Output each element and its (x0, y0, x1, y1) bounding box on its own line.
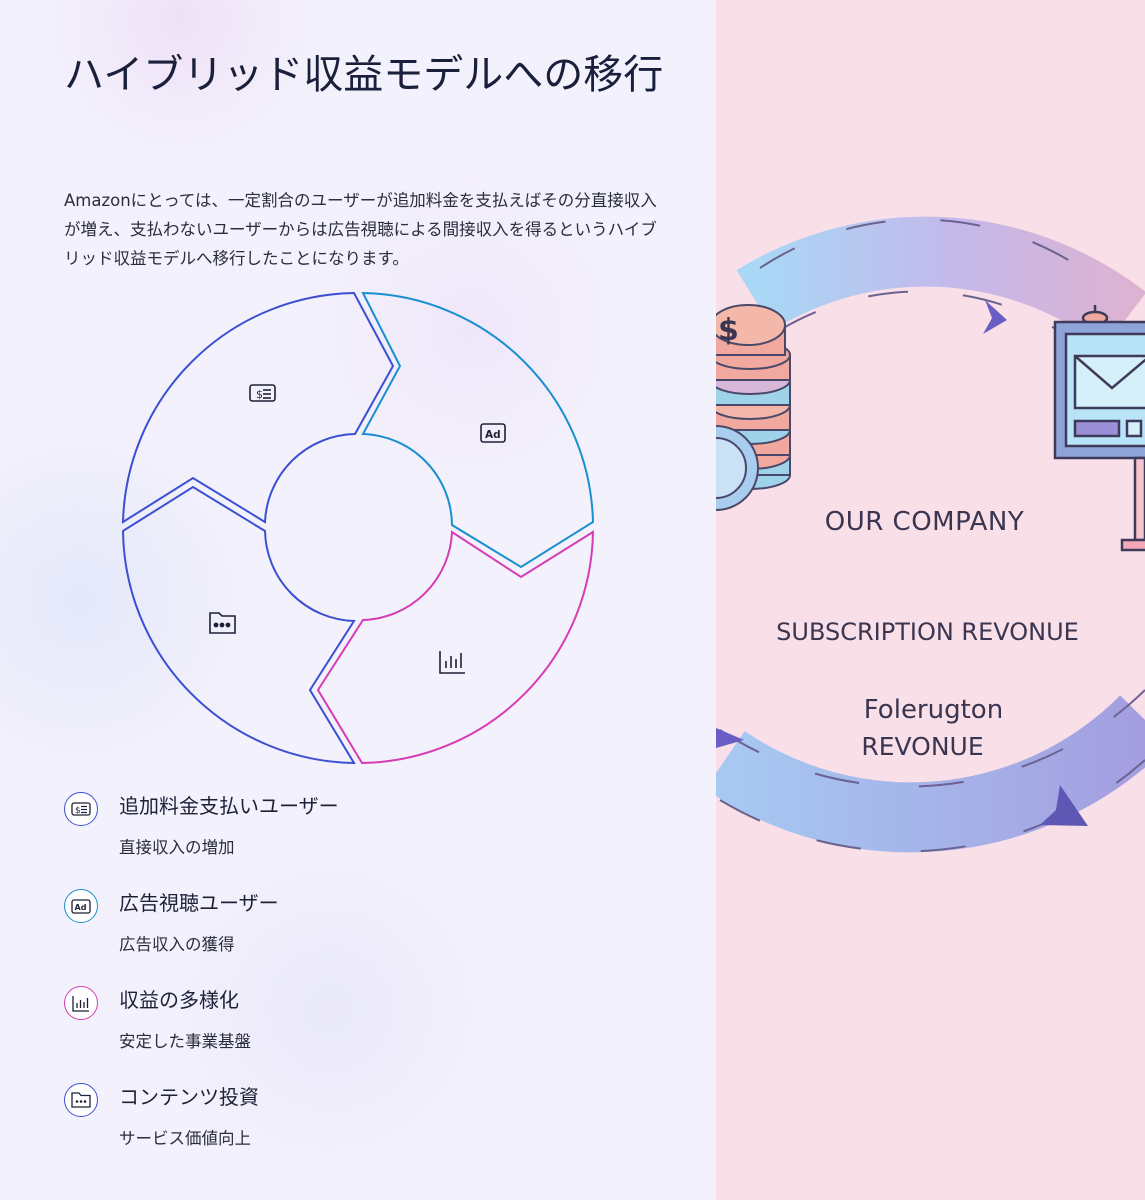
subscription-label: SUBSCRIPTION REVONUE (776, 618, 1079, 646)
arrowhead-icon (983, 300, 1007, 334)
coin-stack-icon: $ (716, 304, 791, 511)
cycle-diagram: $ Ad (121, 291, 595, 765)
bar-chart-icon (439, 651, 465, 674)
cycle-segment-1 (121, 291, 395, 524)
billboard-icon (1053, 305, 1145, 552)
left-panel: ハイブリッド収益モデルへの移行 Amazonにとっては、一定割合のユーザーが追加… (0, 0, 716, 1200)
arrowhead-icon (1040, 785, 1088, 826)
other-revenue-line2: REVONUE (861, 732, 984, 761)
svg-text:Ad: Ad (75, 903, 87, 912)
cycle-arrow-top (736, 216, 1145, 348)
legend-title: 広告視聴ユーザー (119, 891, 279, 915)
ad-icon: Ad (480, 423, 506, 443)
description: Amazonにとっては、一定割合のユーザーが追加料金を支払えばその分直接収入が増… (64, 191, 657, 268)
folder-icon (64, 1083, 98, 1117)
svg-text:$: $ (75, 806, 81, 816)
other-revenue-line1: Folerugton (863, 695, 1004, 725)
folder-icon (209, 612, 236, 634)
ad-icon: Ad (64, 889, 98, 923)
cycle-segment-4 (121, 485, 356, 765)
legend-subtitle: 安定した事業基盤 (119, 1032, 251, 1051)
svg-text:$: $ (256, 388, 263, 401)
page-title: ハイブリッド収益モデルへの移行 (64, 52, 664, 98)
revenue-cycle-illustration: $ (716, 216, 1145, 853)
legend-title: 収益の多様化 (119, 988, 239, 1012)
cycle-segment-2 (361, 291, 595, 569)
cycle-arrow-bottom (716, 695, 1145, 853)
illustration-panel: $ OUR COMPANY SUBSCRIPTION REVONUE Foler… (716, 0, 1145, 1200)
bar-chart-icon (64, 986, 98, 1020)
arrowhead-icon (716, 728, 744, 748)
legend-subtitle: サービス価値向上 (119, 1129, 251, 1148)
cycle-segment-3 (316, 530, 595, 765)
legend-title: コンテンツ投資 (119, 1085, 259, 1109)
legend-title: 追加料金支払いユーザー (119, 794, 339, 818)
legend-subtitle: 広告収入の獲得 (119, 935, 235, 954)
dollar-card-icon: $ (249, 384, 276, 402)
svg-text:Ad: Ad (485, 429, 501, 441)
company-label: OUR COMPANY (824, 507, 1025, 537)
legend-subtitle: 直接収入の増加 (119, 838, 235, 857)
dollar-card-icon: $ (64, 792, 98, 826)
svg-text:$: $ (718, 313, 739, 348)
